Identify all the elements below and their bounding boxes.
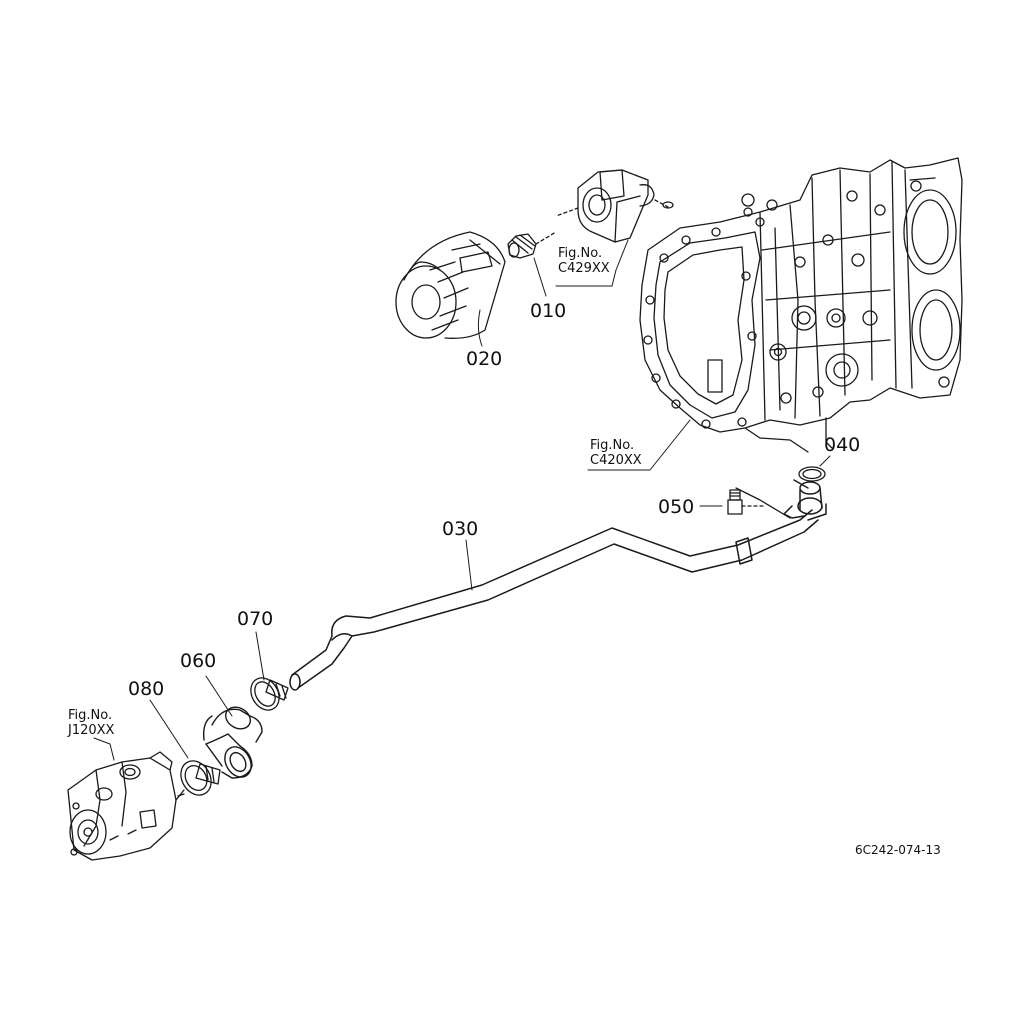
pipe-030 [289,479,827,691]
hose-060 [202,706,263,779]
figure-ref-label: Fig.No. [558,246,603,261]
part-number-030: 030 [442,518,479,540]
part-number-070: 070 [237,608,274,630]
part-number-050: 050 [658,496,695,518]
fitting-010 [507,231,557,259]
filter-head [555,169,674,243]
leader-lines [93,239,831,761]
part-number-040: 040 [824,434,861,456]
part-number-010: 010 [530,300,567,322]
figure-ref-code: C420XX [590,453,642,468]
part-number-020: 020 [466,348,503,370]
part-number-080: 080 [128,678,165,700]
hydraulic-pump [67,751,185,861]
oil-filter-020 [395,231,506,339]
figure-ref-c420: Fig.No. C420XX [590,438,642,468]
transmission-case [639,157,963,453]
clamp-070 [250,677,289,711]
figure-ref-label: Fig.No. [590,438,635,453]
figure-ref-code: J120XX [68,723,115,738]
part-number-060: 060 [180,650,217,672]
figure-ref-code: C429XX [558,261,610,276]
figure-ref-j120: Fig.No. J120XX [68,708,114,738]
o-ring-040 [798,466,826,482]
plug-050 [727,487,791,519]
figure-ref-c429: Fig.No. C429XX [558,246,610,276]
drawing-code: 6C242-074-13 [855,843,941,857]
figure-ref-label: Fig.No. [68,708,113,723]
